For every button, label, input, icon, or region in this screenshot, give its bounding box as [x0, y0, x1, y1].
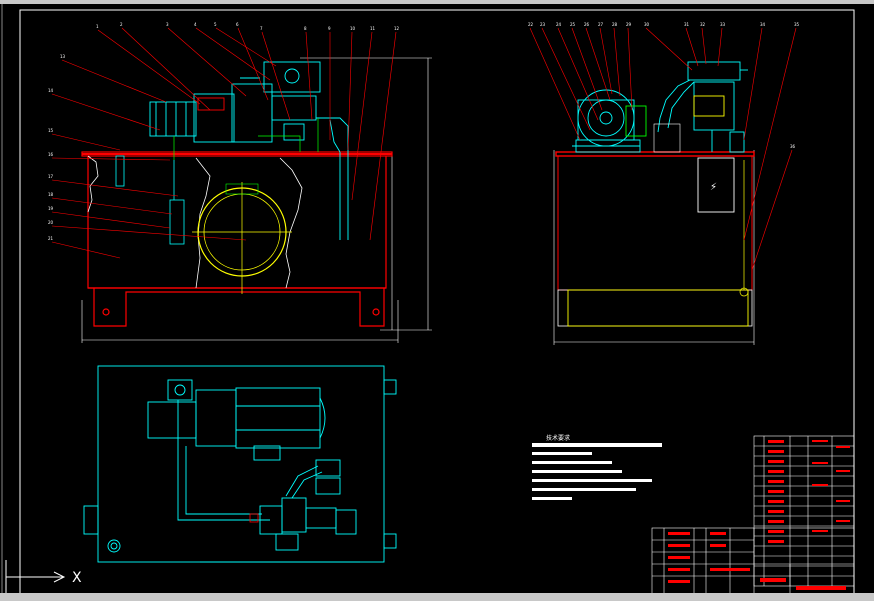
balloon-label: 20 [48, 220, 54, 225]
side-leader-lines [529, 27, 797, 271]
status-text [0, 593, 8, 600]
balloon-label: 27 [598, 22, 604, 27]
balloon-label: 29 [626, 22, 632, 27]
balloon-label: 16 [48, 152, 54, 157]
balloon-label: 14 [48, 88, 54, 93]
front-valve-block [240, 61, 349, 240]
side-dimension-lines [553, 150, 755, 345]
balloon-label: 1 [96, 24, 99, 29]
balloon-label: 31 [684, 22, 690, 27]
balloon-label: 5 [214, 22, 217, 27]
front-motor-pump [149, 83, 273, 143]
balloon-label: 35 [794, 22, 800, 27]
balloon-label: 4 [194, 22, 197, 27]
balloon-label: 19 [48, 206, 54, 211]
balloon-label: 30 [644, 22, 650, 27]
balloon-label: 15 [48, 128, 54, 133]
balloon-label: 11 [370, 26, 376, 31]
tech-heading: 技术要求 [546, 434, 570, 442]
balloon-label: 24 [556, 22, 562, 27]
balloon-label: 17 [48, 174, 54, 179]
balloon-label: 8 [304, 26, 307, 31]
ucs-x-label: X [72, 570, 82, 586]
balloon-label: 10 [350, 26, 356, 31]
balloon-label: 33 [720, 22, 726, 27]
balloon-label: 36 [790, 144, 796, 149]
balloon-label: 9 [328, 26, 331, 31]
balloon-label: 34 [760, 22, 766, 27]
parts-list [753, 435, 855, 587]
front-tank [81, 151, 393, 327]
balloon-label: 13 [60, 54, 66, 59]
balloon-label: 28 [612, 22, 618, 27]
balloon-label: 3 [166, 22, 169, 27]
front-leader-lines [51, 27, 397, 259]
side-view: ⚡ [528, 22, 800, 345]
toolbar-strip [0, 0, 874, 4]
side-tank: ⚡ [555, 151, 755, 327]
front-pipes [173, 118, 319, 160]
tech-requirements: 技术要求 [532, 434, 662, 500]
balloon-label: 18 [48, 192, 54, 197]
balloon-label: 23 [540, 22, 546, 27]
balloon-label: 26 [584, 22, 590, 27]
balloon-label: 32 [700, 22, 706, 27]
front-dimension-lines [81, 57, 432, 343]
balloon-label: 2 [120, 22, 123, 27]
balloon-label: 22 [528, 22, 534, 27]
balloon-label: 6 [236, 22, 239, 27]
front-view: 1 2 3 4 5 6 7 8 9 10 11 12 13 14 15 16 1… [48, 22, 432, 343]
electric-box-symbol: ⚡ [710, 182, 717, 193]
top-view-red-marks [249, 513, 259, 523]
balloon-label: 21 [48, 236, 54, 241]
title-block [651, 527, 855, 595]
front-level-gauge [115, 155, 185, 245]
status-bar [0, 593, 874, 601]
balloon-label: 12 [394, 26, 400, 31]
front-balloon-labels: 1 2 3 4 5 6 7 8 9 10 11 12 13 14 15 16 1… [48, 22, 400, 241]
side-valve-stack [653, 61, 748, 153]
balloon-label: 25 [570, 22, 576, 27]
front-cutaway [87, 155, 303, 289]
balloon-label: 7 [260, 26, 263, 31]
side-balloon-labels: 22 23 24 25 26 27 28 29 30 31 32 33 34 3… [528, 22, 800, 149]
top-view [83, 365, 397, 563]
parts-list-red-cells [768, 440, 850, 543]
side-motor-pump [572, 89, 647, 153]
title-block-red-cells [668, 532, 846, 590]
ucs-icon [5, 560, 66, 595]
front-inspection-cover [192, 182, 292, 294]
